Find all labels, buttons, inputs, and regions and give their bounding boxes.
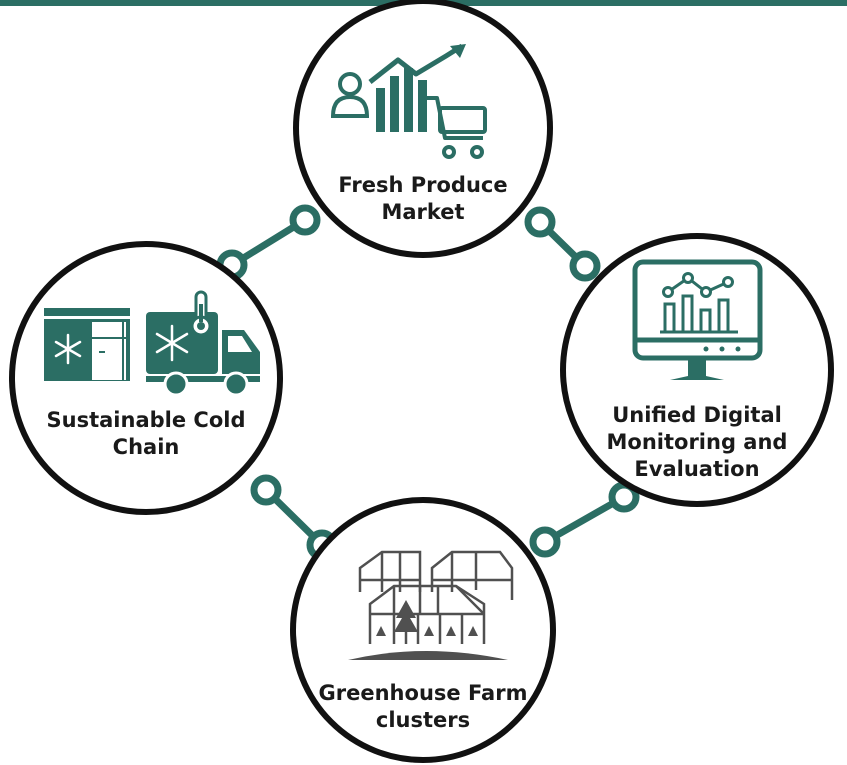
greenhouse-label-line2: clusters [375,708,471,732]
node-label-digital: Unified Digital Monitoring and Evaluatio… [589,402,805,483]
connector-market-digital [524,206,601,282]
node-label-greenhouse: Greenhouse Farm clusters [308,680,538,734]
monitor-analytics-icon [632,259,763,380]
node-label-coldchain: Sustainable Cold Chain [32,407,260,461]
market-label-line1: Fresh Produce [338,173,508,197]
node-label-market: Fresh Produce Market [313,172,533,226]
connector-market-coldchain [216,204,321,281]
greenhouse-label-line1: Greenhouse Farm [318,681,528,705]
coldchain-label-line2: Chain [112,435,180,459]
greenhouse-icon [348,550,514,660]
connector-greenhouse-digital [529,481,640,558]
digital-label-line2: Monitoring and [606,430,788,454]
digital-label-line1: Unified Digital [612,403,782,427]
cold-storage-truck-icon [44,290,260,397]
market-chart-cart-icon [330,43,487,159]
node-circle-greenhouse [290,497,556,763]
market-label-line2: Market [381,200,465,224]
digital-label-line3: Evaluation [634,457,760,481]
coldchain-label-line1: Sustainable Cold [46,408,246,432]
